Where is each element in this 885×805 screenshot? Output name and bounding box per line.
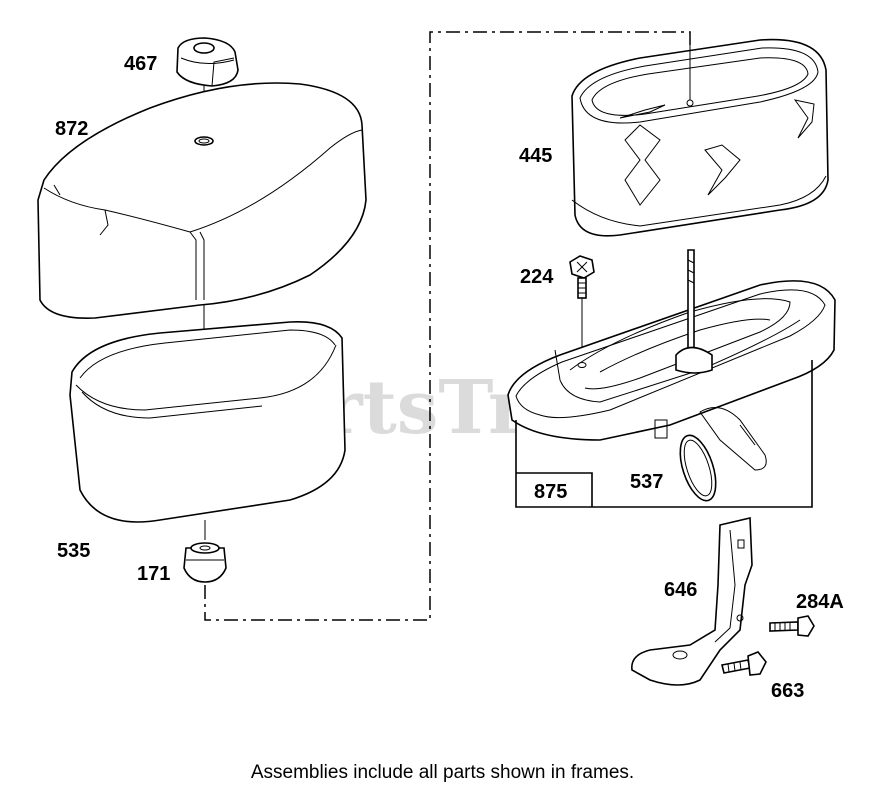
bracket-646: [631, 517, 753, 686]
diagram-caption: Assemblies include all parts shown in fr…: [250, 762, 635, 783]
part-label-535: 535: [57, 540, 90, 562]
screw-284a: [769, 615, 815, 637]
part-label-872: 872: [55, 118, 88, 140]
precleaner-535: [69, 321, 346, 523]
part-label-171: 171: [137, 563, 170, 585]
part-label-537: 537: [630, 471, 663, 493]
gasket-537: [679, 434, 717, 502]
screw-663: [721, 651, 767, 676]
base-assembly-875: [507, 249, 836, 508]
part-label-445: 445: [519, 145, 552, 167]
part-label-224: 224: [520, 266, 554, 288]
part-label-467: 467: [124, 53, 157, 75]
screw-224: [569, 255, 595, 360]
part-label-663: 663: [771, 680, 804, 702]
part-label-875: 875: [534, 481, 567, 503]
cover-872: [37, 82, 367, 319]
filter-445: [571, 32, 829, 237]
grommet-171: [183, 520, 227, 583]
part-label-284a: 284A: [796, 591, 844, 613]
part-label-646: 646: [664, 579, 697, 601]
